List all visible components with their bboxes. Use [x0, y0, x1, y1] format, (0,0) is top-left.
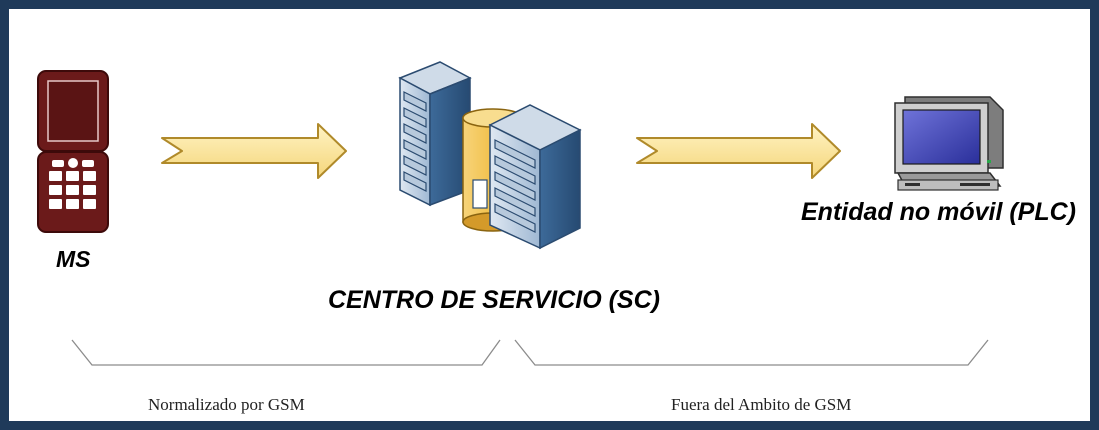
flow-arrow-ms-to-sc: [161, 123, 347, 179]
flow-arrow-sc-to-plc: [636, 123, 841, 179]
scope-label-outside-gsm: Fuera del Ambito de GSM: [671, 395, 852, 414]
scope-brace-left: [71, 339, 501, 366]
mobile-station-label: MS: [56, 246, 91, 272]
mobile-phone-icon: [37, 70, 109, 233]
computer-icon: [894, 96, 1004, 191]
scope-brace-right: [514, 339, 989, 366]
server-database-icon: [398, 61, 582, 250]
scope-label-gsm: Normalizado por GSM: [148, 395, 305, 414]
non-mobile-entity-label: Entidad no móvil (PLC): [801, 198, 1076, 226]
service-center-label: CENTRO DE SERVICIO (SC): [328, 286, 660, 314]
